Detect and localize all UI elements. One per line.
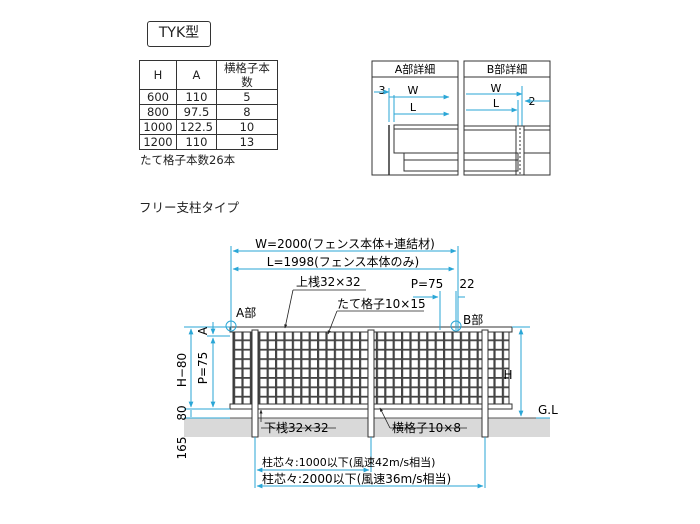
cell-h: 1200	[139, 134, 177, 150]
detail-a-title: A部詳細	[395, 62, 436, 76]
dim-80-label: 80	[175, 405, 189, 420]
horizontal-bar-label: 横格子10×8	[392, 420, 461, 435]
a-part-label: A部	[236, 305, 256, 320]
section-title: フリー支柱タイプ	[139, 200, 240, 215]
cell-count: 13	[215, 134, 278, 150]
detail-a-dim-l: L	[410, 101, 417, 114]
detail-b-panel: B部詳細 W L 2	[463, 60, 551, 176]
pitch-1000-label: 柱芯々:1000以下(風速42m/s相当)	[262, 455, 435, 469]
dim-p-left-label: P=75	[196, 352, 210, 385]
dim-a-label: A	[196, 326, 210, 335]
detail-a-dim-3: 3	[379, 84, 386, 97]
cell-h: 600	[139, 89, 177, 105]
cell-a: 97.5	[176, 104, 217, 120]
dim-165-label: 165	[175, 437, 189, 460]
header-bar-count: 横格子本数	[215, 60, 278, 90]
b-part-label: B部	[463, 312, 483, 327]
detail-b-title: B部詳細	[487, 62, 528, 76]
dim-22-label: 22	[459, 277, 474, 291]
spec-table: H A 横格子本数 600 110 5 800 97.5 8 1000 122.…	[139, 60, 278, 150]
table-row: 1200 110 13	[139, 134, 278, 150]
pitch-2000-label: 柱芯々:2000以下(風速36m/s相当)	[262, 471, 451, 486]
dim-p-top-label: P=75	[411, 277, 444, 291]
top-rail-label: 上桟32×32	[296, 275, 361, 289]
model-label: TYK型	[147, 21, 211, 47]
detail-b-dim-w: W	[491, 82, 502, 95]
ground-strip	[184, 418, 550, 437]
dim-l-label: L=1998(フェンス本体のみ)	[267, 255, 419, 269]
detail-a-dim-w: W	[408, 84, 419, 97]
vertical-bar-label: たて格子10×15	[337, 296, 426, 311]
dim-h-minus-80-label: H−80	[175, 353, 189, 387]
ground-level-label: G.L	[538, 403, 558, 417]
fence-panel	[225, 320, 513, 438]
table-header-row: H A 横格子本数	[139, 60, 278, 90]
dim-h-label: H	[503, 368, 512, 382]
detail-b-dim-l: L	[493, 97, 500, 110]
header-h: H	[139, 60, 177, 90]
bar-count-note: たて格子本数26本	[140, 153, 236, 167]
bottom-rail-label: 下桟32×32	[264, 421, 329, 435]
dim-w-label: W=2000(フェンス本体+連結材)	[255, 237, 435, 251]
detail-a-panel: A部詳細 3 W L	[371, 60, 459, 176]
table-row: 800 97.5 8	[139, 104, 278, 120]
